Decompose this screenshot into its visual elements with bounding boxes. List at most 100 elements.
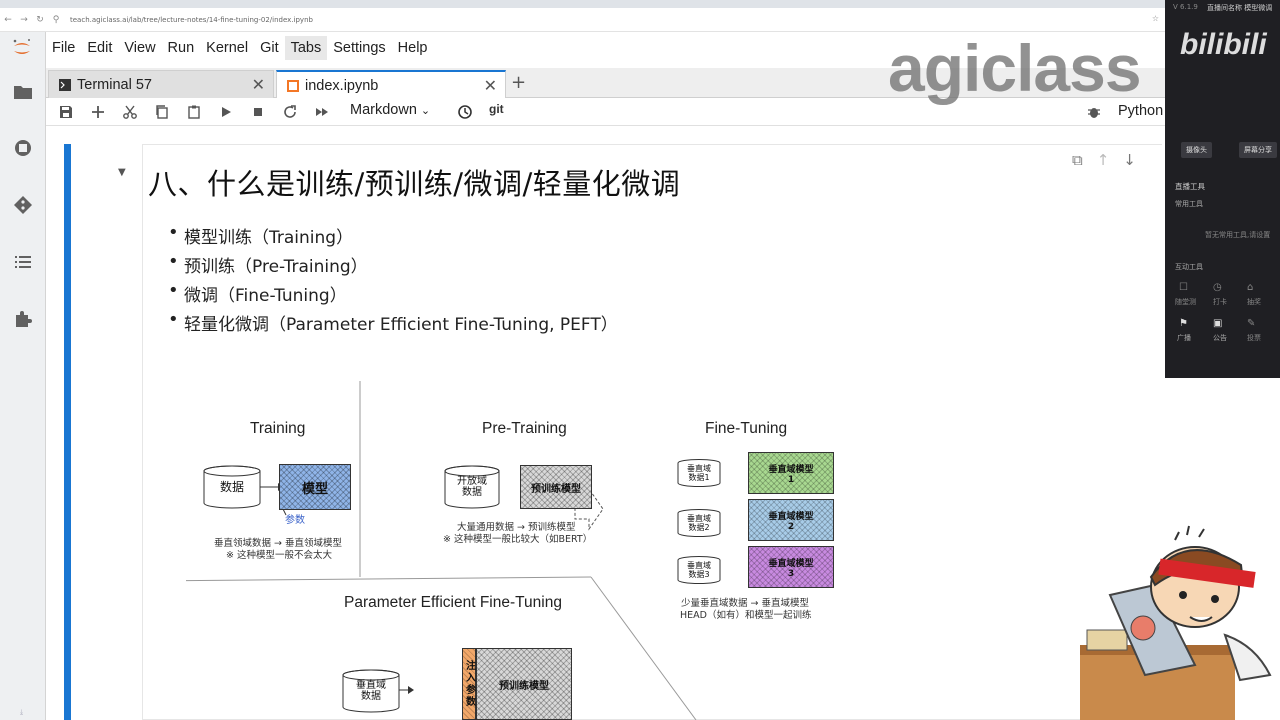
cut-icon[interactable]: [122, 104, 138, 120]
vertical-model-box-1: 垂直域模型 1: [748, 452, 834, 494]
save-icon[interactable]: [58, 104, 74, 120]
peft-data-cylinder: 垂直域数据: [342, 669, 400, 713]
pretraining-caption-1: 大量通用数据 → 预训练模型: [457, 522, 576, 533]
no-tools-hint: 暂无常用工具,请设置: [1205, 231, 1271, 239]
vertical-data-cylinder-1: 垂直域数据1: [677, 459, 721, 487]
version-label: V 6.1.9: [1173, 3, 1198, 11]
site-info-icon[interactable]: ⚲: [52, 14, 60, 25]
interactive-tools-label: 互动工具: [1175, 263, 1203, 271]
vertical-model-box-3: 垂直域模型 3: [748, 546, 834, 588]
vertical-model-box-2: 垂直域模型 2: [748, 499, 834, 541]
bookmark-icon[interactable]: ☆: [1151, 14, 1159, 23]
duplicate-cell-icon[interactable]: ⧉: [1072, 151, 1083, 169]
inject-params-box: 注入参数: [462, 648, 476, 720]
debugger-bug-icon[interactable]: [1086, 104, 1102, 120]
menu-tabs[interactable]: Tabs: [284, 36, 328, 60]
camera-button[interactable]: 摄像头: [1181, 142, 1212, 158]
menu-edit[interactable]: Edit: [87, 40, 113, 56]
extension-icon[interactable]: [13, 309, 33, 329]
notice-icon[interactable]: ▣: [1213, 318, 1223, 329]
fast-forward-icon[interactable]: [314, 104, 330, 120]
cell-type-value: Markdown: [350, 102, 417, 118]
move-down-icon[interactable]: ↓: [1123, 151, 1136, 169]
url-text[interactable]: teach.agiclass.ai/lab/tree/lecture-notes…: [70, 15, 313, 24]
bilibili-watermark: bilibili: [1180, 28, 1267, 61]
data-cylinder: 数据: [203, 465, 261, 509]
data-label-line: 数据: [462, 487, 482, 498]
tool-label: 随堂测: [1175, 298, 1196, 306]
list-item: 轻量化微调（Parameter Efficient Fine-Tuning, P…: [168, 309, 618, 339]
list-item: 微调（Fine-Tuning）: [168, 280, 618, 310]
pretraining-caption-2: ※ 这种模型一般比较大（如BERT）: [443, 534, 593, 545]
broadcast-icon[interactable]: ⚑: [1179, 318, 1188, 329]
cell-type-select[interactable]: Markdown ⌄: [350, 102, 430, 118]
data-label-line: 数据1: [688, 473, 710, 482]
data-label: 数据: [219, 479, 244, 494]
tool-label: 投票: [1247, 334, 1261, 342]
table-of-contents-icon[interactable]: [13, 252, 33, 272]
model-box: 模型: [279, 464, 351, 510]
mascot-sticker-image: [1080, 525, 1272, 720]
lottery-icon[interactable]: ⌂: [1247, 282, 1254, 293]
chevron-down-icon: ⌄: [420, 105, 431, 117]
peft-pretrained-model-box: 预训练模型: [476, 648, 572, 720]
menu-help[interactable]: Help: [397, 40, 428, 56]
insert-cell-icon[interactable]: [90, 104, 106, 120]
close-icon[interactable]: ✕: [483, 78, 497, 95]
close-icon[interactable]: ✕: [251, 77, 265, 94]
data-label: 垂直域数据2: [687, 514, 711, 532]
copy-icon[interactable]: [154, 104, 170, 120]
quiz-icon[interactable]: ☐: [1179, 282, 1188, 293]
model-num: 2: [787, 521, 795, 532]
running-icon[interactable]: [13, 138, 33, 158]
open-domain-data-label: 开放域数据: [457, 476, 487, 498]
menu-kernel[interactable]: Kernel: [206, 40, 249, 56]
tab-notebook[interactable]: index.ipynb ✕: [276, 70, 506, 99]
notebook-panel: ▼ ⧉ ↑ ↓ 八、什么是训练/预训练/微调/轻量化微调 模型训练（Traini…: [46, 127, 1165, 720]
pretrained-model-label: 预训练模型: [499, 680, 549, 692]
param-label: 参数: [285, 515, 305, 526]
reload-icon[interactable]: ↻: [36, 14, 44, 25]
bullet-list: 模型训练（Training） 预训练（Pre-Training） 微调（Fine…: [168, 222, 618, 339]
training-title: Training: [250, 420, 306, 437]
tab-label: index.ipynb: [305, 77, 379, 94]
back-icon[interactable]: ←: [4, 14, 12, 25]
menu-settings[interactable]: Settings: [333, 40, 386, 56]
run-icon[interactable]: [218, 104, 234, 120]
model-label: 垂直域模型: [768, 464, 814, 475]
active-cell-indicator[interactable]: [64, 144, 71, 720]
data-label-line: 开放域: [457, 476, 487, 487]
data-label-line: 数据3: [688, 570, 710, 579]
stop-icon[interactable]: [250, 104, 266, 120]
collapse-heading-icon[interactable]: ▼: [118, 167, 126, 178]
folder-icon[interactable]: [13, 82, 33, 102]
restart-icon[interactable]: [282, 104, 298, 120]
cell-toolbar: ⧉ ↑ ↓: [1072, 151, 1136, 169]
git-icon[interactable]: [13, 195, 33, 215]
new-tab-plus-icon[interactable]: +: [511, 72, 527, 93]
forward-icon[interactable]: →: [20, 14, 28, 25]
data-label-line: 垂直域: [356, 680, 386, 691]
open-domain-data-cylinder: 开放域数据: [444, 465, 500, 509]
checkin-icon[interactable]: ◷: [1213, 282, 1222, 293]
vote-icon[interactable]: ✎: [1247, 318, 1256, 329]
address-bar[interactable]: ← → ↻ ⚲ teach.agiclass.ai/lab/tree/lectu…: [0, 8, 1165, 32]
clock-icon[interactable]: [457, 104, 473, 120]
model-label: 垂直域模型: [768, 511, 814, 522]
screen-share-button[interactable]: 屏幕分享: [1239, 142, 1277, 158]
git-button[interactable]: git: [489, 102, 504, 116]
move-up-icon[interactable]: ↑: [1096, 151, 1110, 169]
menu-view[interactable]: View: [124, 40, 156, 56]
paste-icon[interactable]: [186, 104, 202, 120]
data-label-line: 垂直域: [687, 514, 711, 523]
menu-run[interactable]: Run: [167, 40, 195, 56]
menu-git[interactable]: Git: [260, 40, 279, 56]
menu-file[interactable]: File: [52, 40, 76, 56]
download-hint-icon: ⤓: [20, 708, 24, 716]
tool-label: 公告: [1213, 334, 1227, 342]
pretrained-model-box: 预训练模型: [520, 465, 592, 509]
vertical-data-cylinder-3: 垂直域数据3: [677, 556, 721, 584]
finetuning-caption-2: HEAD（如有）和模型一起训练: [680, 610, 812, 621]
kernel-name[interactable]: Python: [1118, 103, 1164, 119]
tab-terminal[interactable]: Terminal 57 ✕: [48, 70, 274, 98]
